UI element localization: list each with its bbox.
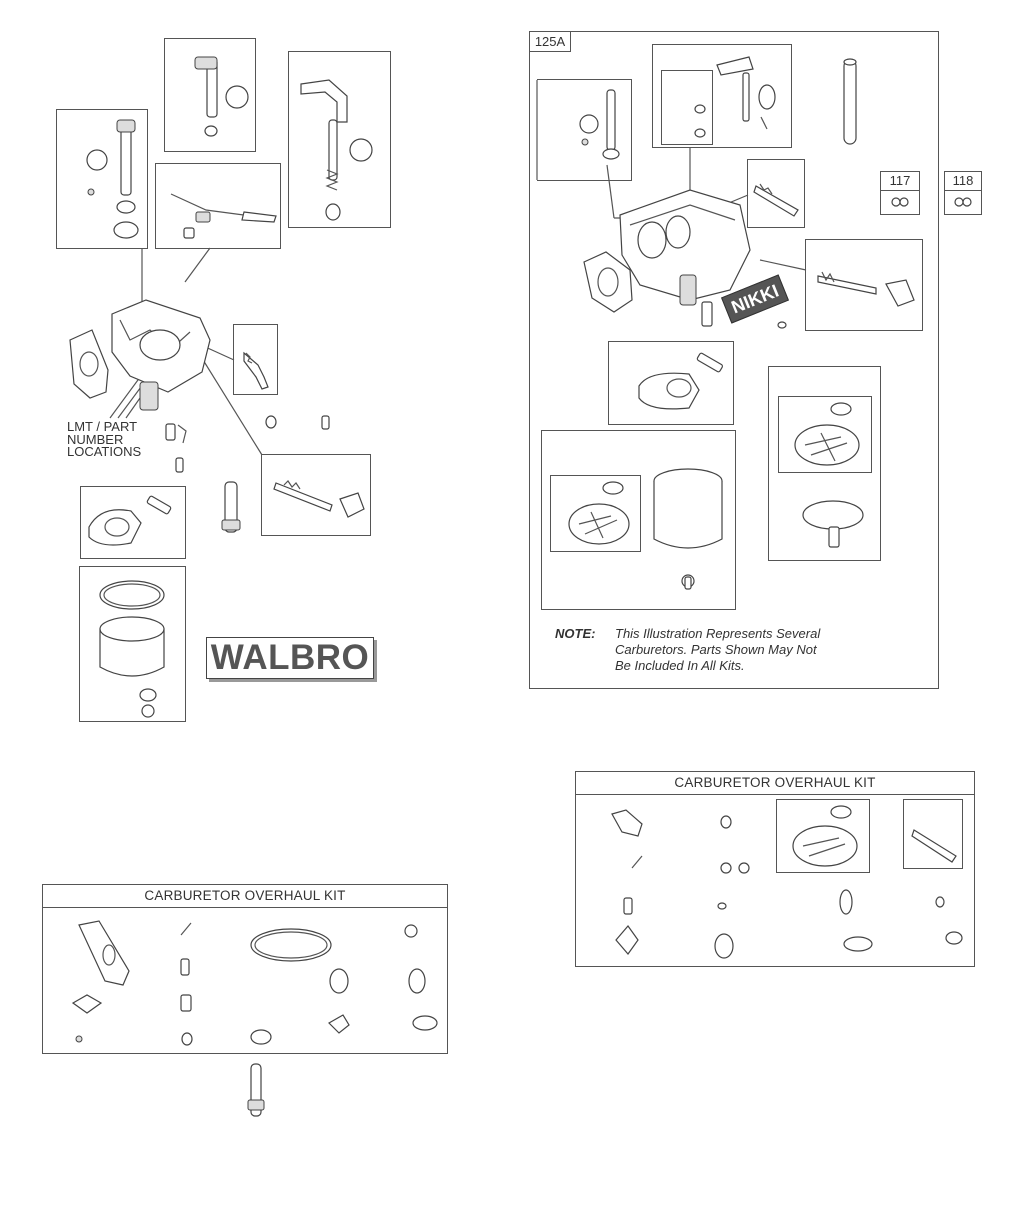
lmt-label-line-1: LMT / PART xyxy=(67,419,138,434)
right-kit-parts xyxy=(611,809,963,959)
nikki-mixture-screw-part xyxy=(817,271,915,307)
walbro-choke-shaft-box xyxy=(56,109,148,249)
ref-label-117: 117 xyxy=(881,172,919,191)
note-line-3: Be Included In All Kits. xyxy=(615,658,745,673)
right-kit-divider xyxy=(576,794,974,795)
right-kit-diaphragm-box xyxy=(776,799,870,873)
throttle-shaft-part xyxy=(194,56,249,137)
nikki-float-part xyxy=(638,352,723,410)
nikki-throttle-inner-part xyxy=(694,104,706,138)
lmt-label-line-2: NUMBER xyxy=(67,431,124,447)
ref-box-118: 118 xyxy=(944,171,982,215)
note-label: NOTE: xyxy=(555,626,596,641)
nikki-mixture-screw-box xyxy=(805,239,923,331)
nikki-needle-box xyxy=(747,159,805,228)
walbro-throttle-shaft-box xyxy=(164,38,256,152)
choke-shaft-part xyxy=(86,119,139,239)
nikki-diaphragm-part xyxy=(568,481,630,545)
part-118-icon xyxy=(954,197,972,207)
left-kit-divider xyxy=(43,907,447,908)
nikki-choke-part xyxy=(579,89,620,160)
walbro-shaft-spring-box xyxy=(288,51,391,228)
needle-part xyxy=(243,351,269,390)
nikki-bowl-part xyxy=(653,468,723,590)
nikki-throttle-shaft-part xyxy=(716,56,776,130)
walbro-brand-logo: WALBRO xyxy=(206,637,374,679)
bowl-part xyxy=(99,580,165,718)
nikki-throttle-inner-box xyxy=(661,70,713,145)
walbro-float-box xyxy=(80,486,186,559)
part-117-icon xyxy=(891,197,909,207)
left-overhaul-kit-box: CARBURETOR OVERHAUL KIT xyxy=(42,884,448,1054)
right-kit-needle-box xyxy=(903,799,963,869)
lmt-part-number-label: LMT / PART NUMBER LOCATIONS xyxy=(67,419,142,460)
nikki-pump-diaphragm-part xyxy=(794,402,860,466)
right-kit-title: CARBURETOR OVERHAUL KIT xyxy=(674,775,876,790)
ref-label-118: 118 xyxy=(945,172,981,191)
nikki-choke-box xyxy=(537,79,632,181)
nikki-pump-inner-box xyxy=(778,396,872,473)
nikki-throttle-box xyxy=(652,44,792,148)
nikki-float-box xyxy=(608,341,734,425)
right-kit-needle-part xyxy=(911,829,957,863)
shaft-spring-part xyxy=(300,79,373,221)
note-line-2: Carburetors. Parts Shown May Not xyxy=(615,642,817,657)
right-kit-diaphragm-part xyxy=(792,805,858,867)
nikki-pump-box xyxy=(768,366,881,561)
float-part xyxy=(88,495,172,546)
lmt-label-line-3: LOCATIONS xyxy=(67,444,142,460)
left-kit-parts xyxy=(71,920,438,1046)
walbro-needle-box xyxy=(233,324,278,395)
walbro-bowl-box xyxy=(79,566,186,722)
nikki-bowl-box xyxy=(541,430,736,610)
note-text: This Illustration Represents Several Car… xyxy=(615,626,820,674)
mixture-screw-part xyxy=(273,480,365,518)
left-kit-title: CARBURETOR OVERHAUL KIT xyxy=(144,888,346,903)
right-overhaul-kit-box: CARBURETOR OVERHAUL KIT xyxy=(575,771,975,967)
ref-label-125a: 125A xyxy=(530,32,571,52)
ref-box-117: 117 xyxy=(880,171,920,215)
nikki-diaphragm-inner-box xyxy=(550,475,641,552)
nikki-needle-part xyxy=(753,183,799,217)
note-line-1: This Illustration Represents Several xyxy=(615,626,821,641)
nikki-diagram-frame xyxy=(529,31,939,689)
walbro-mixture-screw-box xyxy=(261,454,371,536)
walbro-linkage-box xyxy=(155,163,281,249)
nikki-pump-cover-part xyxy=(802,500,864,548)
linkage-part xyxy=(170,193,277,239)
